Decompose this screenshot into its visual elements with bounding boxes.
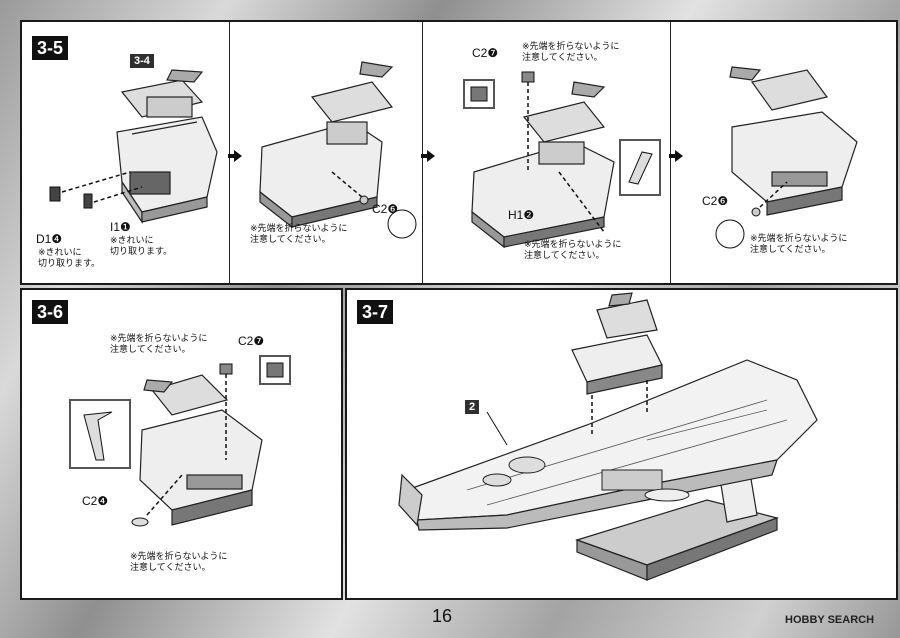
- step-3-5-panel: 3-5 3-4 D1❹ ※きれいに 切り取ります。 I1❶ ※きれいに 切り取り…: [20, 20, 898, 285]
- part-label-c26: C2❻: [372, 202, 399, 216]
- caution-note: ※先端を折らないように 注意してください。: [522, 42, 620, 63]
- part-label-i1: I1❶: [110, 220, 131, 234]
- step-arrow: [421, 150, 435, 162]
- reference-badge: 3-4: [130, 54, 154, 68]
- battleship-final-assembly-drawing: [398, 292, 818, 581]
- reference-badge: 2: [465, 400, 480, 414]
- detail-callout: [715, 219, 745, 249]
- detail-callout: [387, 209, 417, 239]
- cut-note-i1: ※きれいに 切り取ります。: [110, 236, 173, 257]
- hull-section-drawing: [259, 61, 417, 239]
- part-label-c24: C2❹: [82, 494, 109, 508]
- turret-assembly-drawing: [49, 69, 218, 224]
- step-arrow: [669, 150, 683, 162]
- caution-note: ※先端を折らないように 注意してください。: [524, 240, 622, 261]
- part-label-c26: C2❻: [702, 194, 729, 208]
- caution-note: ※先端を折らないように 注意してください。: [130, 552, 228, 573]
- watermark-text: HOBBY SEARCH: [785, 614, 875, 626]
- step-badge: 3-5: [32, 36, 69, 60]
- part-label-c27: C2❼: [472, 46, 499, 60]
- page-number: 16: [432, 606, 453, 626]
- cut-note-d1: ※きれいに 切り取ります。: [38, 248, 101, 269]
- panel-divider: [422, 22, 423, 283]
- panel-divider: [670, 22, 671, 283]
- caution-note: ※先端を折らないように 注意してください。: [250, 224, 348, 245]
- panel-divider: [229, 22, 230, 283]
- detail-box-c27: [463, 79, 495, 109]
- part-label-c27: C2❼: [238, 334, 265, 348]
- caution-note: ※先端を折らないように 注意してください。: [110, 334, 208, 355]
- hull-with-mast-drawing: [463, 71, 661, 249]
- part-i1: [83, 193, 93, 209]
- step-badge: 3-6: [32, 300, 69, 324]
- part-label-d1: D1❹: [36, 232, 63, 246]
- part-d1: [49, 186, 61, 202]
- bridge-assembly-drawing: [69, 355, 291, 527]
- step-arrow: [228, 150, 242, 162]
- step-3-7-panel: 3-7 2: [345, 288, 898, 600]
- caution-note: ※先端を折らないように 注意してください。: [750, 234, 848, 255]
- step-badge: 3-7: [357, 300, 394, 324]
- part-label-h12: H1❷: [508, 208, 535, 222]
- hull-rear-view-drawing: [715, 66, 858, 249]
- step-3-6-panel: 3-6 C2❼ ※先端を折らないように 注意してください。 C2❹ ※先端を折ら…: [20, 288, 343, 600]
